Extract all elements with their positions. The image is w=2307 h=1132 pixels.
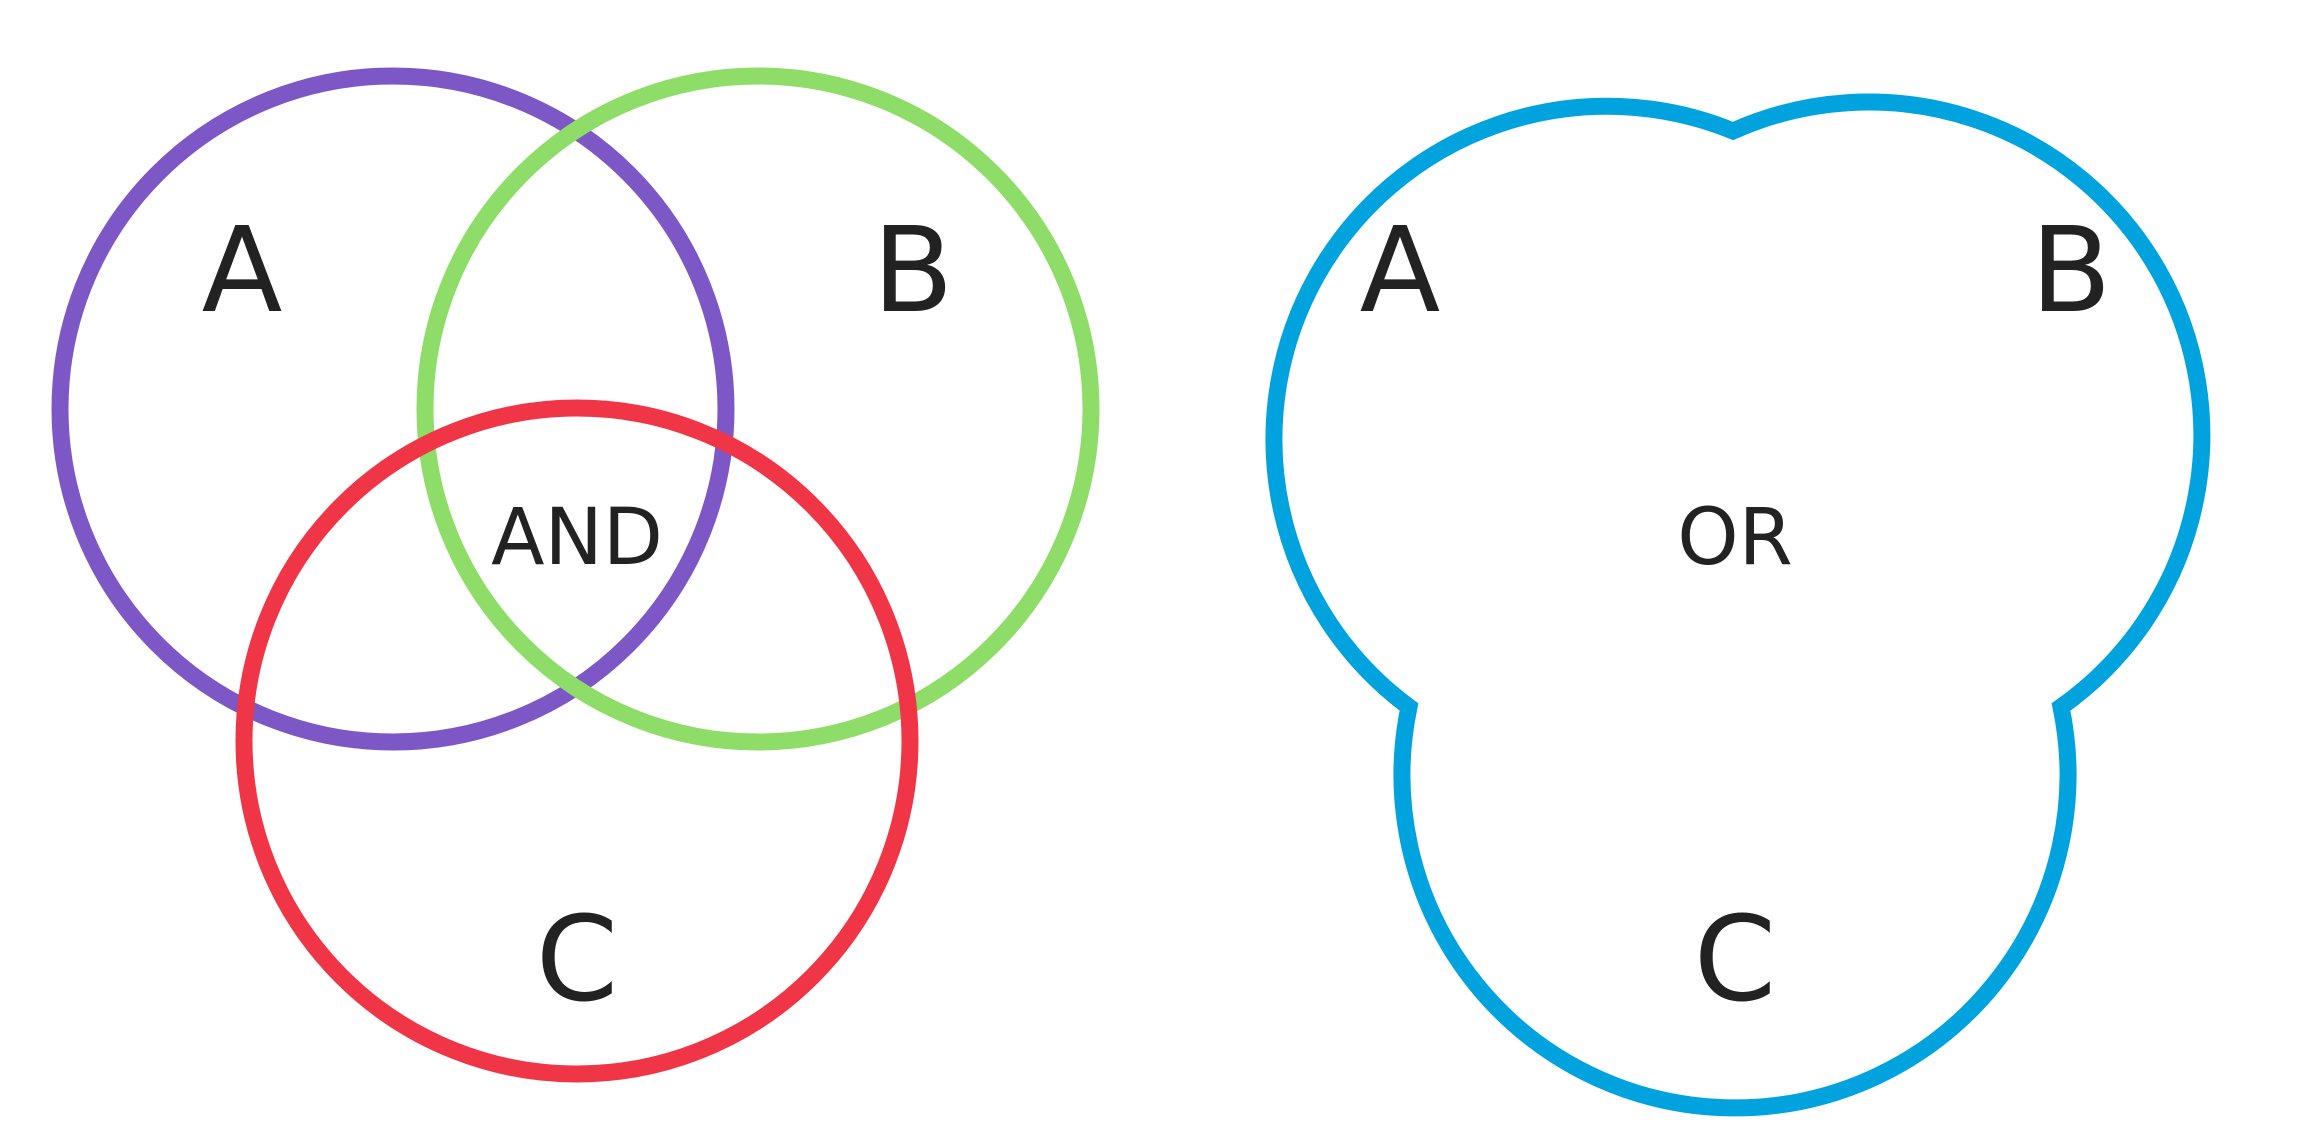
union-outline — [1265, 93, 2211, 1117]
or-diagram: A B C OR — [1265, 93, 2211, 1117]
and-operator-label: AND — [491, 493, 663, 583]
union-set-c-label: C — [1694, 890, 1776, 1028]
set-a-circle — [51, 67, 735, 751]
set-a-label: A — [202, 201, 283, 339]
set-c-label: C — [536, 890, 618, 1028]
set-b-label: B — [873, 201, 954, 339]
union-set-b-label: B — [2031, 201, 2112, 339]
union-set-a-label: A — [1360, 201, 1441, 339]
and-diagram: A B C AND — [51, 67, 1100, 1083]
or-operator-label: OR — [1677, 493, 1793, 583]
set-c-circle — [235, 399, 919, 1083]
set-b-circle — [416, 67, 1100, 751]
